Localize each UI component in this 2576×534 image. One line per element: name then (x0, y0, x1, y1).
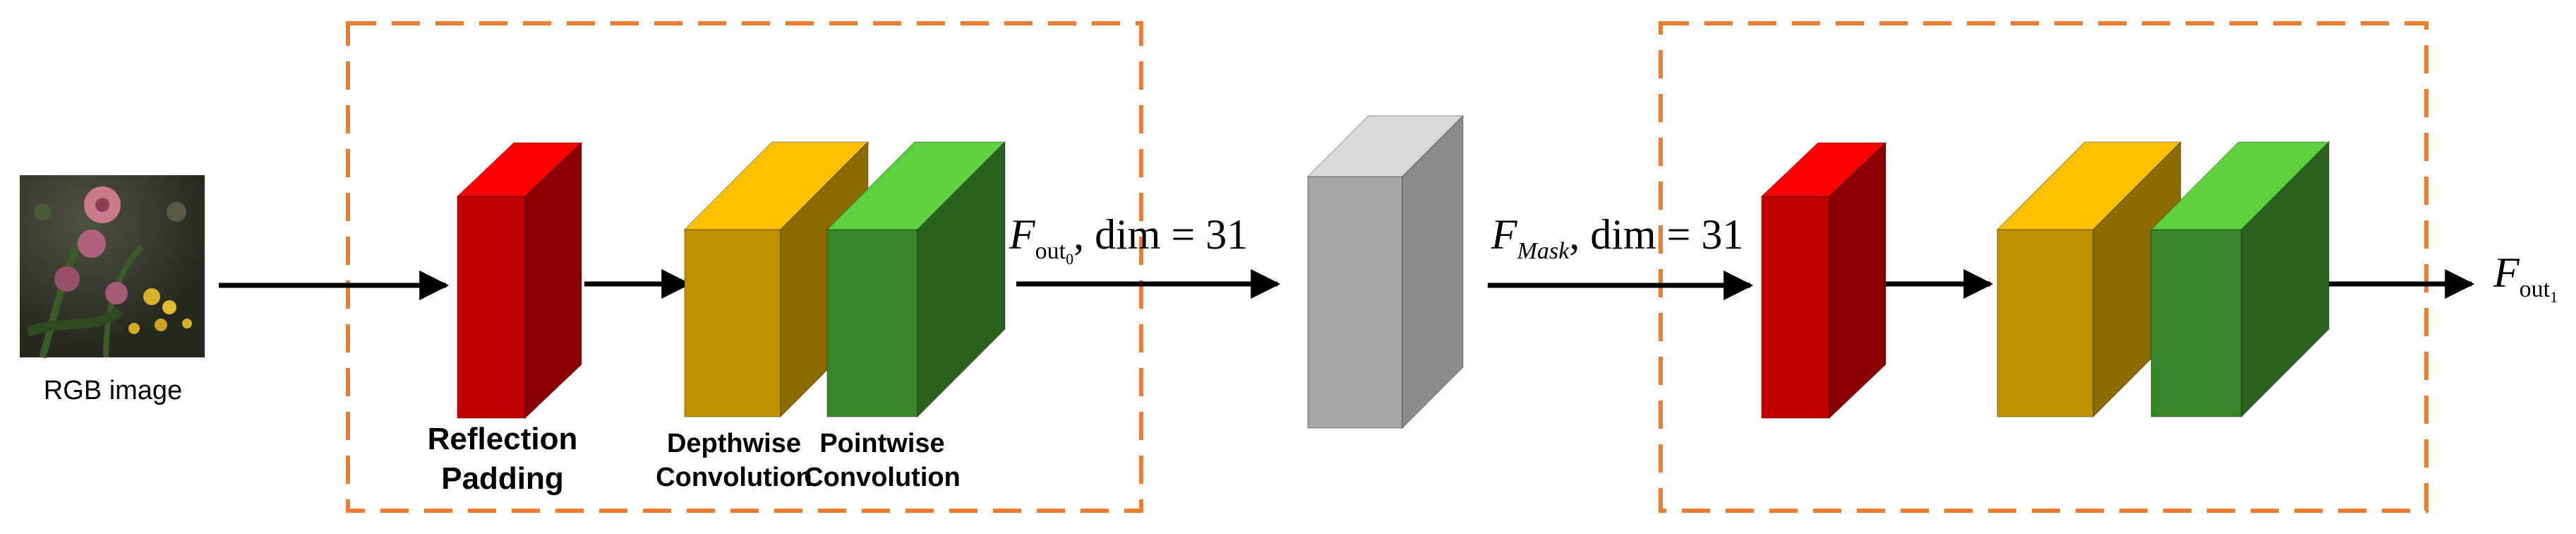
front-face (826, 229, 918, 417)
mask-feature-label: FMask, dim = 31 (1491, 211, 1744, 264)
mask-subscript: Mask (1517, 238, 1570, 264)
reflection-padding-block-2 (1760, 141, 1887, 420)
output-label: Fout1 (2493, 249, 2558, 306)
feature0-subsub: 0 (1066, 250, 1073, 268)
feature0-label: Fout0, dim = 31 (1009, 211, 1248, 268)
side-face (1402, 114, 1464, 429)
side-face (2241, 141, 2330, 418)
side-face (1829, 141, 1886, 420)
pointwise-label-line2: Convolution (804, 463, 961, 492)
feature0-suffix: , dim = 31 (1073, 211, 1248, 258)
rgb-image (20, 175, 205, 359)
front-face (1307, 176, 1403, 429)
pointwise-conv-block-2 (2150, 141, 2330, 418)
pointwise-label-line1: Pointwise (819, 429, 944, 458)
feature0-subscript: out (1035, 238, 1066, 264)
front-face (1761, 196, 1830, 419)
reflection-padding-label-line1: Reflection (428, 422, 578, 456)
side-face (524, 141, 582, 420)
output-symbol: F (2493, 249, 2520, 296)
output-subsub: 1 (2550, 288, 2558, 306)
output-subscript: out (2520, 276, 2551, 302)
front-face (1997, 229, 2094, 417)
reflection-padding-label-line2: Padding (441, 461, 564, 496)
front-face (457, 196, 526, 419)
feature0-symbol: F (1009, 211, 1036, 258)
rgb-image-label: RGB image (44, 376, 182, 405)
depthwise-label-line1: Depthwise (667, 429, 801, 458)
mask-block (1306, 114, 1464, 429)
depthwise-label-line2: Convolution (656, 463, 812, 492)
front-face (2150, 229, 2242, 417)
pointwise-conv-block (826, 141, 1006, 418)
block1-dashed-border (346, 21, 1143, 513)
mask-symbol: F (1491, 211, 1518, 258)
block2-dashed-border (1659, 21, 2428, 513)
mask-suffix: , dim = 31 (1569, 211, 1743, 258)
front-face (684, 229, 781, 417)
reflection-padding-block (456, 141, 583, 420)
side-face (917, 141, 1006, 418)
